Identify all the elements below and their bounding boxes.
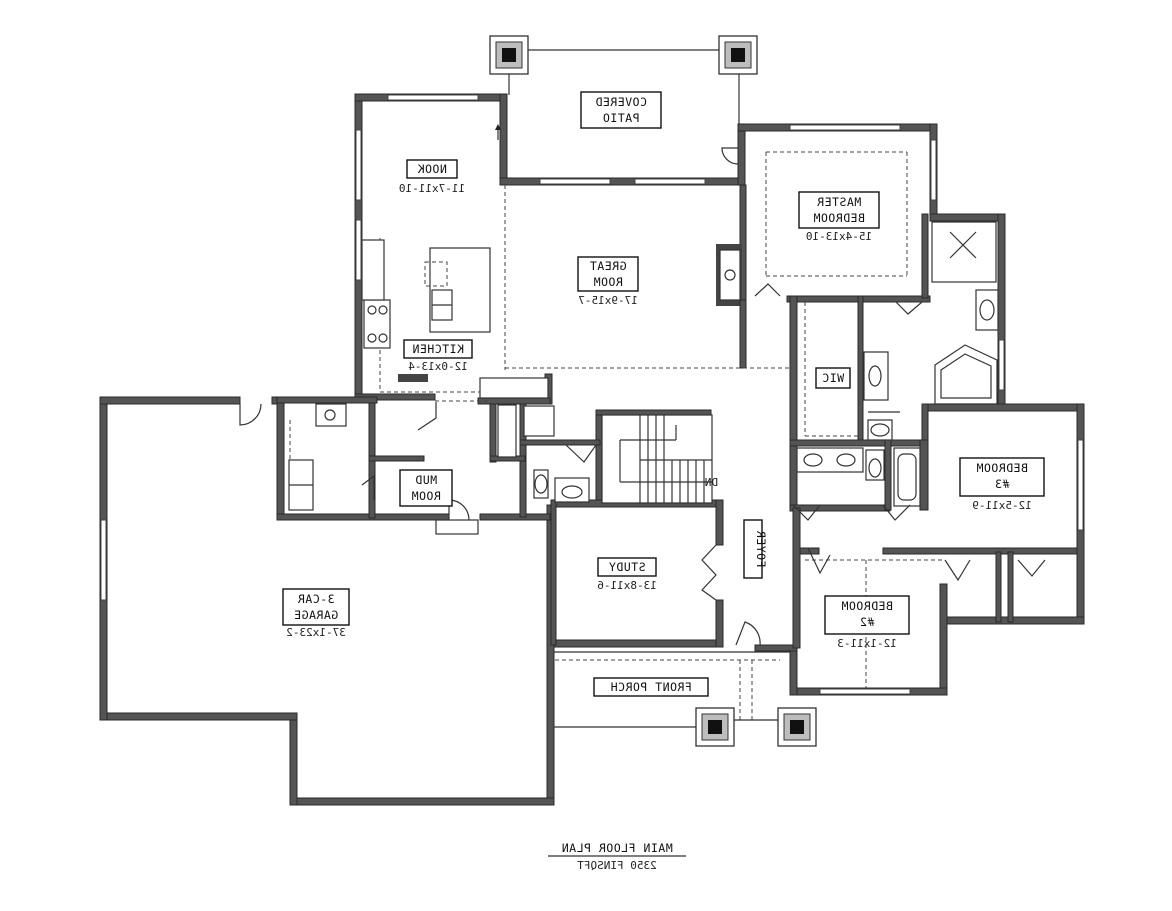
svg-text:STUDY: STUDY [608,560,645,574]
svg-text:FOYER: FOYER [754,530,768,567]
laundry-fixtures [288,403,555,511]
dashed-lines [289,151,945,720]
svg-text:COVERED: COVERED [595,95,647,109]
refrigerator [398,374,428,382]
svg-text:MASTER: MASTER [817,195,862,209]
kitchen-counter [479,377,549,399]
svg-text:FRONT PORCH: FRONT PORCH [610,680,692,694]
room-label-great-room: GREAT ROOM 17-9x15-7 [577,256,639,307]
room-label-bedroom-3: BEDROOM #3 12-5x11-9 [959,457,1045,512]
staircase [601,414,713,504]
windows [100,94,1084,695]
svg-text:BEDROOM: BEDROOM [841,599,893,613]
mud-bench [435,519,479,535]
svg-text:12-5x11-9: 12-5x11-9 [972,499,1032,512]
svg-text:PATIO: PATIO [602,111,639,125]
column-post [777,707,817,747]
svg-text:GARAGE: GARAGE [294,608,339,622]
svg-text:ROOM: ROOM [593,275,623,289]
exterior-walls [99,93,1085,806]
svg-text:GREAT: GREAT [589,259,626,273]
room-label-garage: 3-CAR GARAGE 37-1x23-2 [282,588,350,639]
svg-text:17-9x15-7: 17-9x15-7 [578,294,638,307]
plan-subtitle: 2350 FINSQFT [577,859,657,872]
svg-text:BEDROOM: BEDROOM [813,211,865,225]
room-label-foyer: FOYER [743,519,768,579]
plan-title: MAIN FLOOR PLAN [561,841,672,855]
svg-text:#3: #3 [995,477,1010,491]
master-bath-fixtures [863,221,999,441]
svg-text:KITCHEN: KITCHEN [412,342,464,356]
svg-text:BEDROOM: BEDROOM [976,461,1028,475]
range-cooktop [363,299,391,349]
room-label-mud-room: MUD ROOM [399,469,453,507]
svg-text:WIC: WIC [822,371,844,385]
room-label-kitchen: KITCHEN 12-0x13-4 [403,339,473,373]
room-label-study: STUDY 13-8x11-6 [597,557,657,592]
svg-text:11-7x11-10: 11-7x11-10 [399,182,465,195]
svg-text:13-8x11-6: 13-8x11-6 [597,579,657,592]
pantry-shelf [361,239,385,301]
column-post [718,35,758,75]
stair-down-label: DN [705,476,718,489]
svg-text:ROOM: ROOM [411,489,441,503]
hall-bath-fixtures [796,447,921,507]
powder-room-fixtures [533,469,590,503]
svg-text:15-4x13-10: 15-4x13-10 [806,230,872,243]
room-label-covered-patio: COVERED PATIO [580,91,662,129]
kitchen-island [424,247,491,333]
svg-text:NOOK: NOOK [417,162,447,176]
column-post [489,35,529,75]
room-label-master-bedroom: MASTER BEDROOM 15-4x13-10 [798,191,880,243]
svg-text:37-1x23-2: 37-1x23-2 [286,626,346,639]
svg-text:12-0x13-4: 12-0x13-4 [408,360,468,373]
svg-text:#2: #2 [860,615,875,629]
svg-text:12-1x11-3: 12-1x11-3 [837,637,897,650]
svg-text:MUD: MUD [415,473,437,487]
room-label-nook: NOOK 11-7x11-10 [399,159,465,195]
column-post [695,707,735,747]
room-label-front-porch: FRONT PORCH [593,677,709,697]
room-label-bedroom-2: BEDROOM #2 12-1x11-3 [824,595,910,650]
svg-text:3-CAR: 3-CAR [297,592,334,606]
room-label-wic: WIC [815,367,851,389]
